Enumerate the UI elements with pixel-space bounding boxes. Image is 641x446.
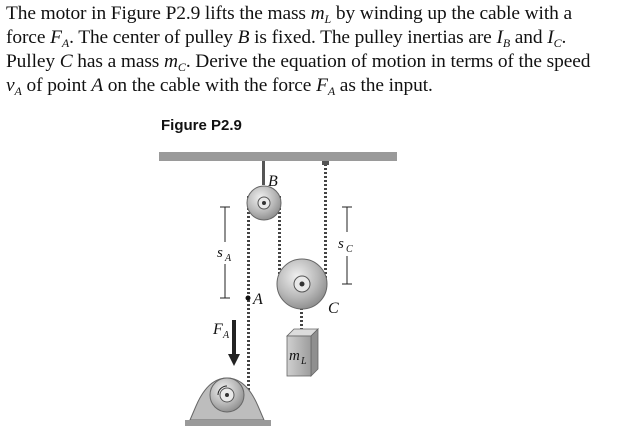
- problem-line-3: Pulley C has a mass mC. Derive the equat…: [6, 51, 591, 74]
- label-fa-sub: A: [222, 330, 230, 341]
- cable-right: [324, 161, 327, 285]
- label-sa-sub: A: [224, 253, 232, 264]
- problem-statement: The motor in Figure P2.9 lifts the mass …: [6, 2, 638, 98]
- cable-left: [247, 196, 250, 392]
- pulley-c: [276, 258, 328, 310]
- label-ml: m: [289, 348, 300, 364]
- cable-right-anchor: [322, 161, 329, 165]
- ground: [185, 420, 271, 426]
- label-fa: F: [212, 321, 223, 338]
- label-a: A: [252, 291, 263, 308]
- label-sc-sub: C: [346, 244, 353, 255]
- problem-line-1: The motor in Figure P2.9 lifts the mass …: [6, 3, 572, 26]
- ceiling: [159, 152, 397, 161]
- label-b: B: [268, 173, 278, 190]
- pulley-b: [246, 185, 282, 221]
- label-c: C: [328, 300, 339, 317]
- label-ml-sub: L: [300, 356, 307, 367]
- motor: [189, 377, 265, 421]
- label-sa: s: [217, 245, 223, 261]
- cable-middle: [278, 196, 281, 281]
- pulley-b-hanger: [262, 161, 265, 185]
- figure-title: Figure P2.9: [161, 117, 242, 134]
- force-arrow-fa: [228, 320, 240, 366]
- problem-line-4: vA of point A on the cable with the forc…: [6, 75, 433, 98]
- label-sc: s: [338, 236, 344, 252]
- cable-mass: [300, 303, 303, 333]
- mass-box: [286, 328, 319, 377]
- point-a-dot: [245, 295, 251, 301]
- problem-line-2: force FA. The center of pulley B is fixe…: [6, 27, 567, 50]
